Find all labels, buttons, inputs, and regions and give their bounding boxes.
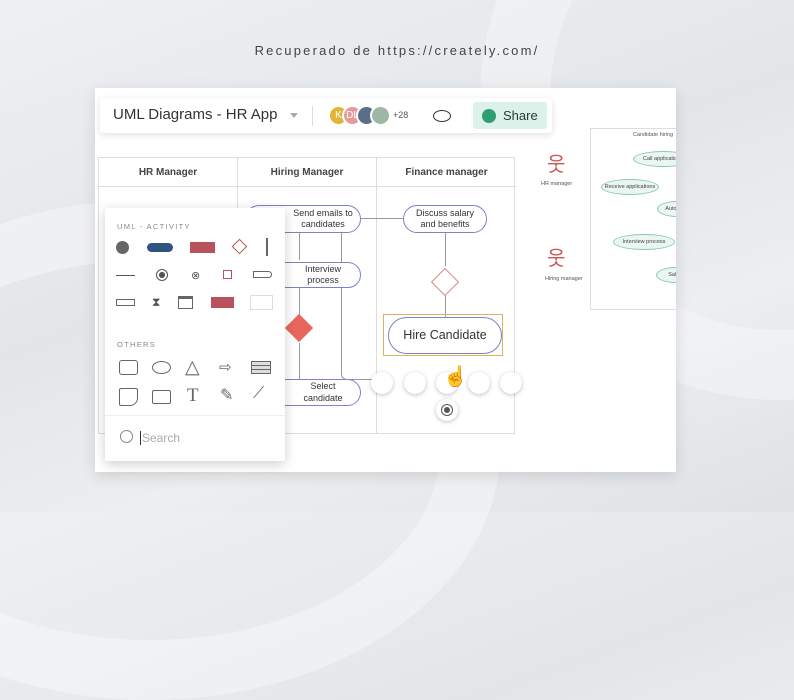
actor-label: Hiring manager	[545, 276, 583, 282]
document-title[interactable]: UML Diagrams - HR App	[113, 106, 278, 123]
initial-node-icon[interactable]	[116, 241, 129, 254]
use-case[interactable]: Receive applications	[601, 179, 659, 195]
use-case[interactable]: Interview process	[613, 234, 675, 250]
flow-final-icon[interactable]: ⊗	[191, 270, 201, 282]
use-case[interactable]: Automate	[657, 201, 676, 217]
use-case-diagram: Candidate hiring Call applications Recei…	[590, 128, 676, 310]
quick-shape-final-node[interactable]	[436, 399, 458, 421]
receive-signal-icon[interactable]	[116, 299, 135, 306]
freehand-pen-icon[interactable]: ✎	[220, 387, 234, 404]
quick-shape-pill[interactable]	[404, 372, 426, 394]
search-input[interactable]: Search	[140, 431, 181, 445]
actor-icon: 웃	[547, 248, 566, 270]
usecase-title: Candidate hiring	[633, 132, 674, 138]
partition-icon[interactable]	[211, 297, 234, 308]
lane-header: Hiring Manager	[238, 158, 376, 187]
lane-header: Finance manager	[377, 158, 516, 187]
hourglass-icon[interactable]: ⧗	[152, 295, 161, 309]
more-collaborators-count[interactable]: +28	[393, 110, 409, 120]
arrow-icon[interactable]: ⇨	[219, 359, 232, 376]
divider	[312, 106, 313, 126]
frame-icon[interactable]	[178, 296, 193, 309]
table-icon[interactable]	[251, 361, 271, 374]
fork-bar-icon[interactable]	[266, 238, 268, 256]
note-icon[interactable]	[250, 295, 273, 310]
source-caption: Recuperado de https://creately.com/	[254, 43, 540, 58]
activity-icon[interactable]	[190, 242, 215, 253]
top-bar: UML Diagrams - HR App K DL +28 Share	[100, 98, 552, 133]
final-node-icon[interactable]	[156, 269, 168, 281]
connector-icon[interactable]: ⟋	[253, 385, 265, 402]
share-button[interactable]: Share	[473, 102, 547, 129]
action-icon[interactable]	[147, 243, 173, 252]
triangle-icon[interactable]: △	[185, 357, 200, 378]
avatar[interactable]	[370, 105, 391, 126]
actor-label: HR manager	[541, 181, 573, 187]
text-icon[interactable]: T	[187, 385, 199, 406]
ellipse-icon[interactable]	[152, 361, 171, 374]
lane-header: HR Manager	[99, 158, 237, 187]
search-icon	[120, 430, 133, 443]
node-discuss-salary[interactable]: Discuss salary and benefits	[403, 205, 487, 233]
object-node-icon[interactable]	[223, 270, 232, 279]
share-label: Share	[503, 108, 538, 123]
quick-shape-ellipse[interactable]	[436, 372, 458, 394]
chevron-down-icon[interactable]	[290, 113, 298, 118]
selection-box	[383, 314, 503, 356]
section-label: UML - ACTIVITY	[117, 222, 191, 231]
actor-icon: 웃	[547, 154, 566, 176]
lane-finance-manager: Finance manager	[377, 158, 516, 433]
card-icon[interactable]	[152, 390, 171, 404]
section-label: OTHERS	[117, 340, 157, 349]
connector	[373, 218, 403, 219]
sticky-note-icon[interactable]	[119, 388, 138, 406]
globe-icon	[482, 109, 496, 123]
use-case[interactable]: Call applications	[633, 151, 676, 167]
quick-shape-circle[interactable]	[371, 372, 393, 394]
horizontal-bar-icon[interactable]	[116, 275, 135, 276]
decision-icon[interactable]	[231, 238, 248, 255]
shape-library-panel: UML - ACTIVITY ⊗ ⧗ OTHERS △ ⇨ T ✎ ⟋ Sear…	[105, 208, 285, 461]
send-signal-icon[interactable]	[253, 271, 272, 278]
node-hire-candidate[interactable]: Hire Candidate	[388, 317, 502, 354]
connector	[341, 218, 373, 380]
quick-shape-rect[interactable]	[468, 372, 490, 394]
use-case[interactable]: Salary	[656, 267, 676, 283]
comment-icon[interactable]	[433, 110, 451, 122]
lane-hiring-manager: Hiring Manager	[238, 158, 377, 433]
hand-cursor-icon: ☝	[443, 366, 468, 388]
shape-search[interactable]: Search	[105, 415, 285, 461]
rectangle-icon[interactable]	[119, 360, 138, 375]
quick-shape-diamond[interactable]	[500, 372, 522, 394]
